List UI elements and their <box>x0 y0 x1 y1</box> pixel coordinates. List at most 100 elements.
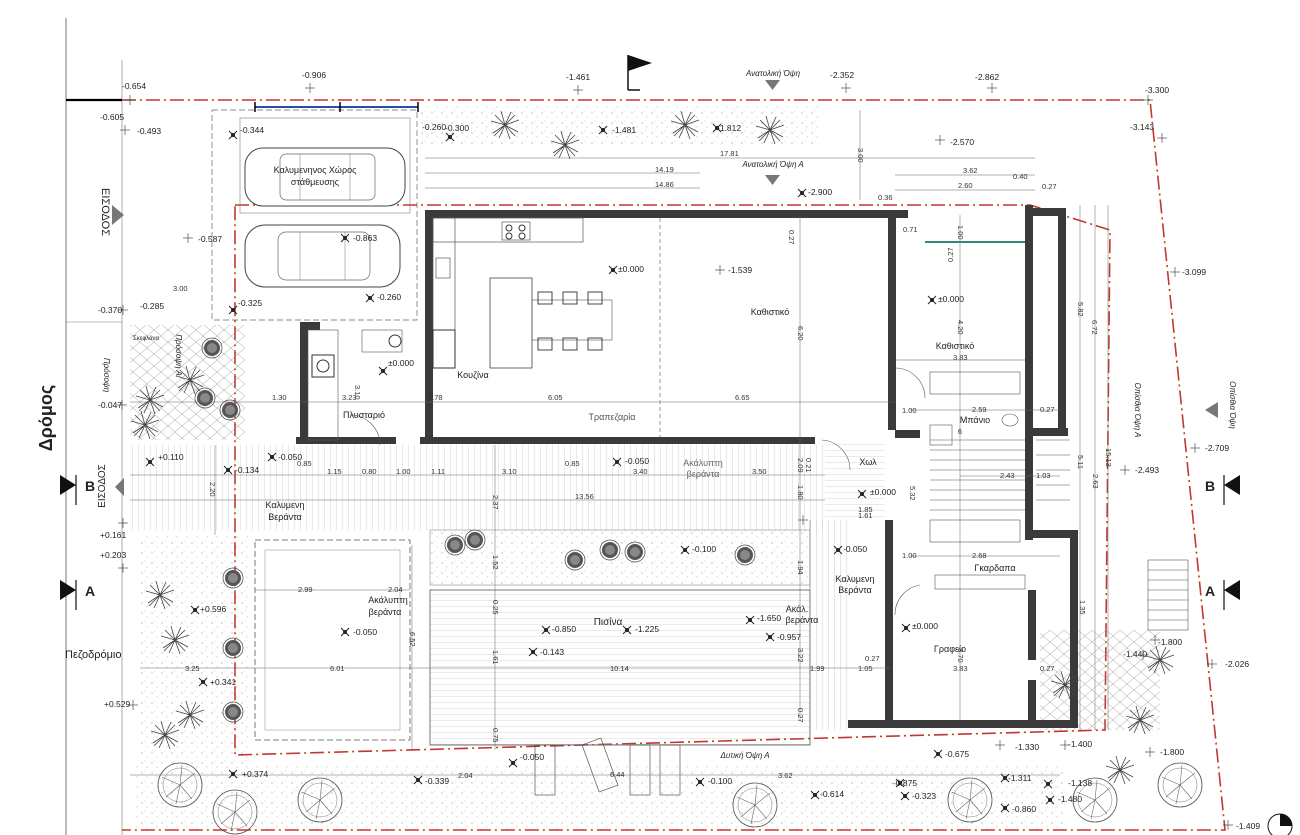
elevation: -2.900 <box>808 187 832 197</box>
dimension: 0.71 <box>903 225 918 234</box>
room-hall: Χωλ <box>859 457 877 467</box>
dimension: 3.40 <box>633 467 648 476</box>
section-markers <box>60 55 1293 835</box>
room-kitchen: Κουζίνα <box>457 370 489 380</box>
elevation: -0.050 <box>278 452 302 462</box>
dimension: 3.62 <box>778 771 793 780</box>
dimension: 1.85 <box>858 505 873 514</box>
elevation: -1.225 <box>635 624 659 634</box>
dimension: 1.00 <box>902 551 917 560</box>
pool <box>429 589 811 746</box>
elevation: -0.325 <box>238 298 262 308</box>
dimension: 6.05 <box>548 393 563 402</box>
elevation: -0.100 <box>708 776 732 786</box>
elevation: -0.134 <box>235 465 259 475</box>
room-open-veranda-east: Ακάλ. <box>786 604 809 614</box>
elevation: -1.800 <box>1158 637 1182 647</box>
dimension: 1.00 <box>396 467 411 476</box>
dimension: 2.04 <box>388 585 403 594</box>
section-a-left: A <box>85 583 95 599</box>
elevation: -2.026 <box>1225 659 1249 669</box>
dimension: 1.94 <box>796 560 805 575</box>
elevation: -2.352 <box>830 70 854 80</box>
dimension: 3.50 <box>752 467 767 476</box>
dimension: 2.68 <box>972 551 987 560</box>
room-office: Γραφείο <box>934 644 966 654</box>
room-bath-no: 6 <box>958 429 962 436</box>
room-covered-veranda-east-2: Βεράντα <box>838 585 871 595</box>
kitchen-fixtures <box>432 217 613 369</box>
laundry-fixtures <box>307 329 403 441</box>
dimension: 2.37 <box>491 495 500 510</box>
interior-lines <box>349 218 1070 616</box>
elevation: -1.650 <box>757 613 781 623</box>
dimension: 2.59 <box>972 405 987 414</box>
dimension: 1.52 <box>491 555 500 570</box>
elevation: -3.143 <box>1130 122 1154 132</box>
elevation: -0.285 <box>140 301 164 311</box>
elevation: -1.409 <box>1236 821 1260 831</box>
room-open-veranda-2: βεράντα <box>687 469 720 479</box>
room-open-veranda-west: Ακάλυπτη <box>368 595 408 605</box>
dimension-lines <box>130 110 1109 776</box>
elevation-values: -0.654 -0.906 -1.461 -2.352 -2.862 -3.30… <box>98 70 1260 831</box>
elevation: ±0.000 <box>938 294 964 304</box>
elevation: -2.709 <box>1205 443 1229 453</box>
open-veranda-east <box>810 520 850 730</box>
room-open-veranda-east-2: βεράντα <box>786 615 819 625</box>
section-a-right: A <box>1205 583 1215 599</box>
entrance-label: ΕΙΣΟΔΟΣ <box>99 188 111 236</box>
elevation: +0.529 <box>104 699 131 709</box>
section-b-left: B <box>85 478 95 494</box>
dimension-values: 3.00 17.81 14.19 14.86 3.62 2.60 0.40 0.… <box>173 148 1113 780</box>
dimension: 0.21 <box>804 458 813 473</box>
elevation: -2.570 <box>950 137 974 147</box>
entrance-side-label: ΕΙΣΟΔΟΣ <box>97 464 108 508</box>
dimension: 2.09 <box>796 458 805 473</box>
dimension: 1.00 <box>902 406 917 415</box>
dimension: 1.80 <box>796 485 805 500</box>
dimension: 1.05 <box>858 664 873 673</box>
elevation: -2.862 <box>975 72 999 82</box>
elevation: -3.300 <box>1145 85 1169 95</box>
elevation: -1.330 <box>1015 742 1039 752</box>
elevation: -1.800 <box>1160 747 1184 757</box>
room-covered-veranda-east: Καλυμενη <box>835 574 874 584</box>
dimension: 0.27 <box>1040 405 1055 414</box>
elevation: -3.099 <box>1182 267 1206 277</box>
front-view-a-label: Πρόσοψη Α <box>174 334 183 376</box>
elevation: -0.654 <box>122 81 146 91</box>
dimension: 0.27 <box>787 230 796 245</box>
dimension: 3.25 <box>185 664 200 673</box>
dimension: 14.19 <box>655 165 674 174</box>
dimension: 3.22 <box>796 648 805 663</box>
dimension: 0.27 <box>946 247 955 262</box>
elevation: -0.957 <box>777 632 801 642</box>
dimension: 3.10 <box>502 467 517 476</box>
room-living-2: Καθιστικό <box>936 341 975 351</box>
sun-loungers <box>534 737 681 796</box>
elevation: -0.860 <box>1012 804 1036 814</box>
dimension: 5.82 <box>1076 302 1085 317</box>
dimension: 3.23 <box>342 393 357 402</box>
elevation: -0.675 <box>945 749 969 759</box>
elevation: -0.050 <box>353 627 377 637</box>
elevation: -1.138 <box>1068 778 1092 788</box>
dimension: 0.78 <box>428 393 443 402</box>
elevation: ±0.000 <box>870 487 896 497</box>
elevation: -0.050 <box>843 544 867 554</box>
dimension: 2.60 <box>958 181 973 190</box>
dimension: 3.10 <box>353 385 362 400</box>
elevation: -0.339 <box>425 776 449 786</box>
elevation: -1.480 <box>1058 794 1082 804</box>
dimension: 6.01 <box>330 664 345 673</box>
covered-veranda-deck <box>130 445 825 530</box>
elevation: +0.596 <box>200 604 227 614</box>
elevation: -0.863 <box>353 233 377 243</box>
elevation: ±0.000 <box>912 621 938 631</box>
elevation: -0.047 <box>98 400 122 410</box>
elevation: -0.587 <box>198 234 222 244</box>
elevation: -1.400 <box>1068 739 1092 749</box>
elevation: -1.461 <box>566 72 590 82</box>
room-open-veranda-west-2: βεράντα <box>369 607 402 617</box>
